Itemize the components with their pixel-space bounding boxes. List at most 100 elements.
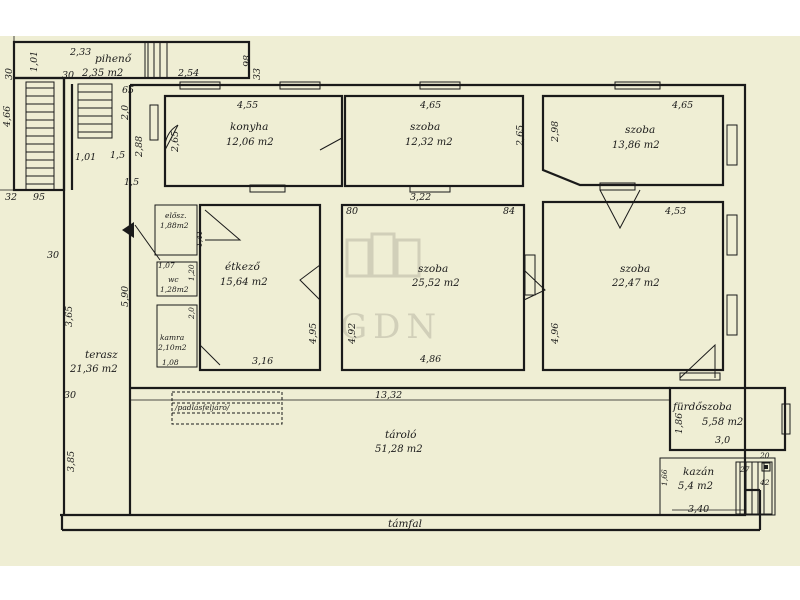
dimension-value: 1,86 — [674, 413, 685, 434]
room-name: tároló — [385, 429, 417, 441]
room-name: pihenő — [95, 52, 132, 65]
room-etkezo — [198, 203, 322, 372]
room-eloszoba — [154, 204, 198, 256]
room-area: 5,4 m2 — [678, 481, 713, 492]
dimension-value: 4,96 — [550, 323, 561, 345]
room-name: konyha — [230, 121, 268, 133]
dimension-value: 4,66 — [2, 106, 13, 128]
room-area: 2,35 m2 — [81, 68, 123, 79]
watermark-text: GDN — [340, 307, 442, 347]
dimension-value: 30 — [47, 250, 59, 261]
dimension-value: 80 — [346, 206, 358, 217]
room-kamra — [156, 304, 198, 368]
room-area: 12,32 m2 — [405, 137, 453, 148]
dimension-value: 1,41 — [195, 230, 204, 247]
dimension-value: 13,32 — [375, 390, 402, 401]
dimension-value: 4,65 — [419, 100, 441, 111]
attic-access — [171, 391, 283, 425]
dimension-value: 2,0 — [187, 307, 196, 320]
room-area: 51,28 m2 — [375, 444, 423, 455]
dimension-value: 4,53 — [664, 206, 686, 217]
dimension-value: 4,92 — [347, 323, 358, 345]
dimension-value: 84 — [503, 206, 515, 217]
dimension-value: 3,16 — [252, 356, 273, 367]
dimension-value: 2,65 — [515, 125, 526, 147]
dimension-value: 3,0 — [715, 435, 730, 446]
dimension-value: 5,90 — [120, 286, 131, 307]
dimension-value: 98 — [242, 55, 253, 67]
dimension-lines — [0, 36, 745, 516]
room-area: 5,58 m2 — [702, 417, 743, 428]
dimension-value: 2,65 — [170, 131, 181, 153]
room-szoba-right — [541, 200, 725, 372]
dimension-value: 32 — [5, 192, 17, 203]
room-name: fürdőszoba — [672, 400, 732, 413]
room-area: 13,86 m2 — [612, 140, 660, 151]
dimension-value: 4,55 — [236, 100, 258, 111]
dimension-value: 2,33 — [69, 47, 91, 58]
dimension-value: 4,86 — [419, 354, 441, 365]
dimension-value: 1,5 — [110, 150, 125, 161]
dimension-value: 4,65 — [671, 100, 693, 111]
room-name: szoba — [625, 124, 655, 136]
room-area: 1,28m2 — [160, 285, 189, 294]
dimension-value: 1,20 — [187, 264, 196, 281]
dimension-value: 2,98 — [550, 121, 561, 143]
room-name: kamra — [160, 333, 184, 342]
room-name: /padlásfeljáró/ — [174, 403, 231, 412]
room-area: 21,36 m2 — [69, 364, 118, 375]
dimension-value: 2,0 — [120, 105, 131, 121]
room-wc — [156, 261, 198, 297]
room-konyha — [163, 94, 344, 188]
dimension-value: 20 — [759, 451, 770, 460]
room-name: szoba — [620, 263, 650, 275]
dimension-value: 65 — [122, 85, 134, 96]
dimension-value: 1,07 — [158, 261, 175, 270]
doors — [122, 124, 716, 379]
dimension-value: 3,65 — [64, 306, 75, 327]
dimension-value: 2,88 — [134, 136, 145, 158]
room-name: étkező — [225, 260, 261, 273]
dimension-value: 4,95 — [308, 323, 319, 345]
dimension-value: 95 — [33, 192, 45, 203]
room-area: 2,10m2 — [157, 343, 187, 352]
dimension-value: 1,5 — [124, 177, 139, 188]
dimension-value: 3,85 — [66, 451, 77, 472]
dimension-value: 1,08 — [162, 358, 179, 367]
dimension-value: 33 — [252, 68, 263, 80]
dimension-value: 27 — [739, 465, 750, 474]
windows — [149, 81, 791, 435]
room-name: támfal — [388, 518, 422, 530]
dimension-value: 3,40 — [688, 504, 709, 515]
room-furdoszoba — [668, 386, 787, 452]
dimension-value: 30 — [4, 68, 15, 80]
room-area: 25,52 m2 — [411, 278, 460, 289]
dimension-value: 3,22 — [410, 192, 431, 203]
dimension-value: 30 — [64, 390, 76, 401]
room-area: 12,06 m2 — [226, 137, 274, 148]
dimension-labels: 2,33 1,01 30 30 2,54 98 33 65 4,55 4,65 … — [2, 47, 770, 515]
dimension-value: 30 — [62, 70, 74, 81]
dimension-value: 1,66 — [660, 469, 669, 486]
room-area: 22,47 m2 — [611, 278, 660, 289]
room-name: kazán — [683, 466, 714, 478]
room-area: 15,64 m2 — [220, 277, 268, 288]
room-labels: pihenő 2,35 m2 konyha 12,06 m2 szoba 12,… — [69, 52, 743, 530]
room-name: elősz. — [165, 211, 187, 220]
room-kazan — [659, 457, 776, 516]
dimension-value: 1,01 — [29, 51, 40, 72]
dimension-value: 2,54 — [177, 68, 199, 79]
room-name: wc — [168, 275, 179, 284]
room-name: szoba — [418, 263, 448, 275]
room-name: szoba — [410, 121, 440, 133]
room-szoba-middle — [340, 203, 526, 372]
room-area: 1,88m2 — [160, 221, 189, 230]
room-name: terasz — [85, 349, 118, 361]
dimension-value: 1,01 — [75, 152, 96, 163]
chimney — [761, 462, 771, 472]
room-szoba-upper-right — [541, 94, 725, 187]
dimension-value: 42 — [759, 478, 770, 487]
paper-background — [0, 36, 800, 566]
watermark-logo: GDN — [340, 232, 442, 347]
